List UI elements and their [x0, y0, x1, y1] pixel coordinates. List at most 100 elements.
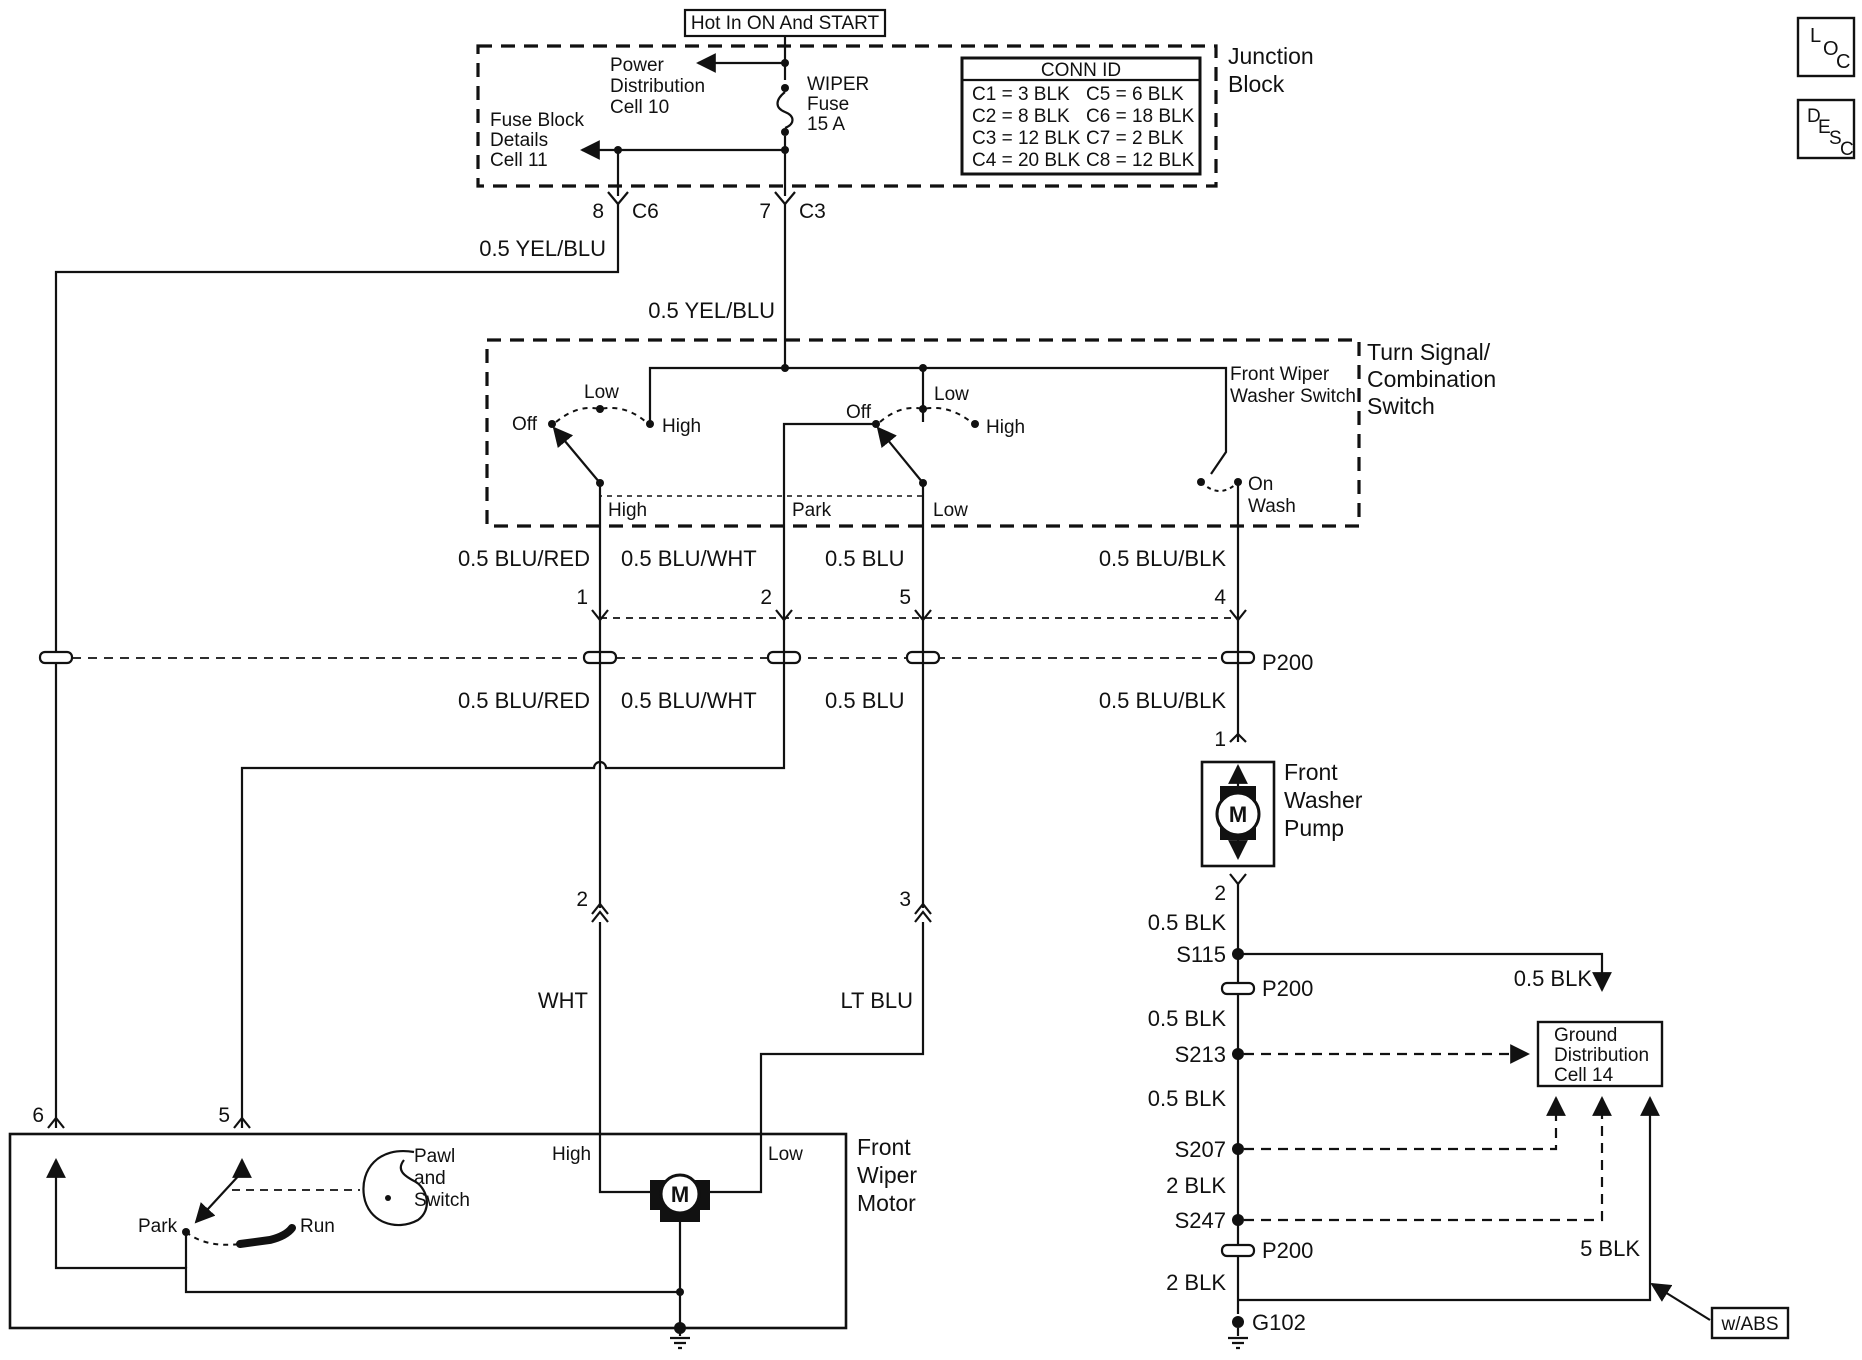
p200-label: P200 [1262, 650, 1313, 675]
switch-pin-2: 2 [760, 586, 772, 609]
left-switch-low-label: Low [584, 382, 619, 403]
p200-connectors: P200 [38, 650, 1313, 675]
conn-id-table: CONN ID C1 = 3 BLK C2 = 8 BLK C3 = 12 BL… [960, 56, 1202, 176]
wire-label-blu: 0.5 BLU [825, 546, 905, 571]
conn-id-c1: C1 = 3 BLK [972, 84, 1070, 105]
wire-label-blu-wht: 0.5 BLU/WHT [621, 546, 757, 571]
junction-block-title-2: Block [1228, 71, 1285, 97]
washer-pump-symbol [1215, 791, 1261, 837]
ground-distribution-feed [1238, 952, 1612, 992]
ground-chain: 0.5 BLK S115 0.5 BLK P200 0.5 BLK S213 0… [1148, 884, 1790, 1350]
wire-label-yel-blu-left: 0.5 YEL/BLU [479, 236, 606, 261]
splice-s247-link [1244, 1096, 1612, 1222]
center-switch-off-label: Off [846, 402, 872, 423]
connector-c3-label: C3 [799, 200, 826, 223]
center-switch-dashed-arc [879, 406, 972, 423]
washer-pump-outline [1200, 760, 1276, 868]
loc-button-c: C [1836, 51, 1850, 73]
washer-pump-m: M [1229, 802, 1247, 827]
wire-label-blu-red-2: 0.5 BLU/RED [458, 688, 590, 713]
pump-pin-2: 2 [1214, 882, 1226, 905]
park-switch-arc [185, 1231, 241, 1246]
wire-label-blu-blk: 0.5 BLU/BLK [1099, 546, 1227, 571]
switch-pin-1: 1 [576, 586, 588, 609]
ground-distribution-box [1536, 1020, 1664, 1088]
p200-ground-label-2: P200 [1262, 1238, 1313, 1263]
conn-id-title: CONN ID [1041, 60, 1121, 81]
conn-id-c5: C5 = 6 BLK [1086, 84, 1184, 105]
loc-button-l: L [1810, 25, 1821, 47]
fuse-details-label-1: Fuse Block [490, 110, 584, 131]
center-switch-high-label: High [986, 417, 1025, 438]
desc-button-c: C [1840, 139, 1854, 160]
splice-s115-label: S115 [1176, 942, 1226, 967]
conn-id-box [960, 56, 1202, 176]
desc-button-d: D [1807, 106, 1821, 127]
wiper-motor-title-2: Wiper [857, 1162, 917, 1188]
splice-s207-label: S207 [1175, 1137, 1226, 1162]
park-wire-internal [782, 422, 876, 616]
loc-button[interactable]: L O C [1796, 16, 1856, 78]
pump-pin-1: 1 [1214, 728, 1226, 751]
wire-label-blk-2: 0.5 BLK [1148, 1006, 1227, 1031]
junction-block-title: Junction [1228, 43, 1314, 69]
fuse-details-label-2: Details [490, 130, 548, 151]
park-switch-blade [194, 1171, 243, 1224]
pawl-label-1: Pawl [414, 1146, 455, 1167]
p200-connector-ground-1 [1220, 981, 1256, 996]
fuse-name: WIPER [807, 74, 869, 95]
left-switch-high-label: High [662, 416, 701, 437]
splice-s213-label: S213 [1175, 1042, 1226, 1067]
motor-ground-symbol [670, 1328, 690, 1350]
desc-button-box[interactable] [1796, 98, 1856, 160]
wire-label-blk-3: 0.5 BLK [1148, 1086, 1227, 1111]
wire-lt-blu [706, 922, 925, 1194]
wire-label-blu-red: 0.5 BLU/RED [458, 546, 590, 571]
power-distribution-label-2: Distribution [610, 76, 705, 97]
washer-switch-label-1: Front Wiper [1230, 364, 1330, 385]
loc-button-box[interactable] [1796, 16, 1856, 78]
conn-id-c8: C8 = 12 BLK [1086, 150, 1195, 171]
p200-connector-ground-2 [1220, 1243, 1256, 1258]
left-switch-bottom-label: High [608, 500, 647, 521]
pawl-center [385, 1195, 391, 1201]
motor-pin-5: 5 [218, 1104, 230, 1127]
power-source-label: Hot In ON And START [691, 13, 880, 34]
front-washer-pump: 1 M Front Washer Pump 2 [1200, 616, 1363, 905]
washer-pump-title-3: Pump [1284, 815, 1344, 841]
motor-ground-dot [676, 1288, 684, 1296]
motor-pin-3: 3 [899, 888, 911, 911]
fuse-details-label-3: Cell 11 [490, 150, 548, 171]
p200-ground-label-1: P200 [1262, 976, 1313, 1001]
washer-switch-on-label: On [1248, 474, 1273, 495]
left-switch-blade [552, 426, 601, 484]
left-switch-off-contact [548, 420, 556, 428]
combination-switch: Turn Signal/ Combination Switch Off Low … [485, 338, 1496, 616]
splice-s247-label: S247 [1175, 1208, 1226, 1233]
motor-high-label: High [552, 1144, 591, 1165]
desc-button-s: S [1829, 128, 1842, 149]
connector-c3-pin: 7 [759, 200, 771, 223]
conn-id-c4: C4 = 20 BLK [972, 150, 1081, 171]
g102-terminal [1232, 1316, 1244, 1328]
loc-button-o: O [1823, 38, 1839, 60]
desc-button[interactable]: D E S C [1796, 98, 1856, 160]
motor-pin-2-symbol-b [591, 910, 609, 923]
center-switch-blade [876, 426, 924, 484]
w-abs-box [1710, 1306, 1790, 1340]
junction-block-outline [476, 44, 1218, 188]
fuse-rating: 15 A [807, 114, 845, 135]
conn-id-c7: C7 = 2 BLK [1086, 128, 1184, 149]
wire-label-blu-blk-2: 0.5 BLU/BLK [1099, 688, 1227, 713]
switch-pin-5: 5 [899, 586, 911, 609]
wire-wht [598, 922, 654, 1194]
washer-switch-arc [1200, 481, 1239, 492]
p200-connector-left [38, 650, 74, 665]
center-switch-low-contact [919, 405, 927, 413]
wire-label-blk-5: 2 BLK [1166, 1270, 1226, 1295]
run-label: Run [300, 1216, 335, 1237]
washer-switch-wash-label: Wash [1248, 496, 1296, 517]
ground-distribution-label-3: Cell 14 [1554, 1065, 1614, 1086]
w-abs-label: w/ABS [1720, 1314, 1778, 1335]
